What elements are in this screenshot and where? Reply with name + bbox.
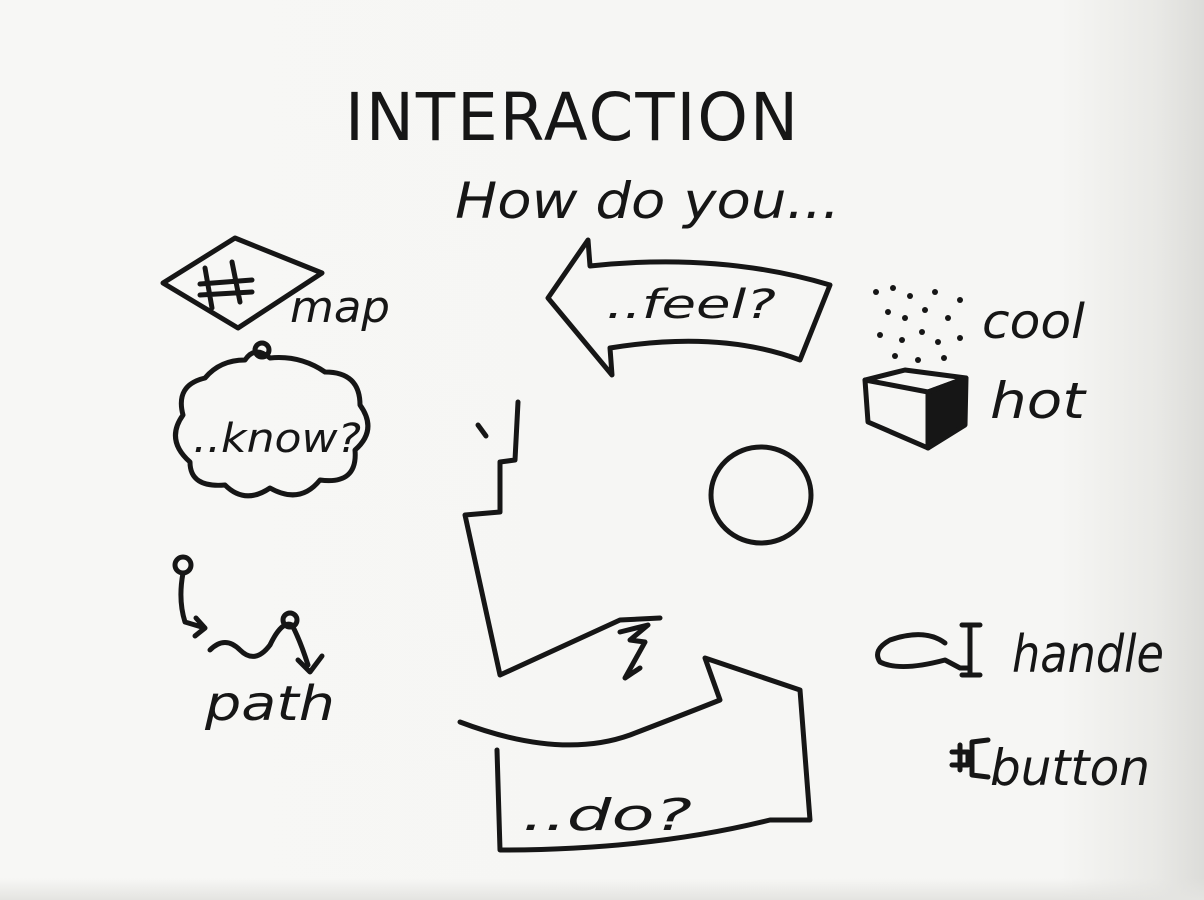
hot-cube-icon bbox=[862, 367, 969, 451]
circle-object bbox=[708, 444, 814, 546]
map-label: map bbox=[290, 282, 390, 333]
handle-icon bbox=[875, 622, 983, 678]
handle-label: handle bbox=[1012, 625, 1164, 685]
hot-label: hot bbox=[990, 372, 1088, 430]
feel-label: ..feel? bbox=[606, 282, 776, 328]
feel-arrow bbox=[545, 237, 833, 378]
know-label: ..know? bbox=[193, 416, 361, 462]
path-label: path bbox=[204, 676, 335, 732]
sketch-subtitle: How do you... bbox=[455, 172, 840, 230]
know-cloud bbox=[173, 340, 371, 499]
button-icon bbox=[949, 737, 991, 780]
cool-label: cool bbox=[982, 294, 1086, 350]
head-profile-figure bbox=[462, 399, 663, 681]
path-icon bbox=[172, 554, 325, 675]
sketch-title: INTERACTION bbox=[345, 79, 800, 156]
do-arrow bbox=[457, 655, 813, 853]
map-icon bbox=[160, 235, 325, 331]
button-label: button bbox=[990, 739, 1150, 797]
do-label: ..do? bbox=[522, 790, 692, 841]
cool-dots-icon bbox=[873, 285, 963, 363]
